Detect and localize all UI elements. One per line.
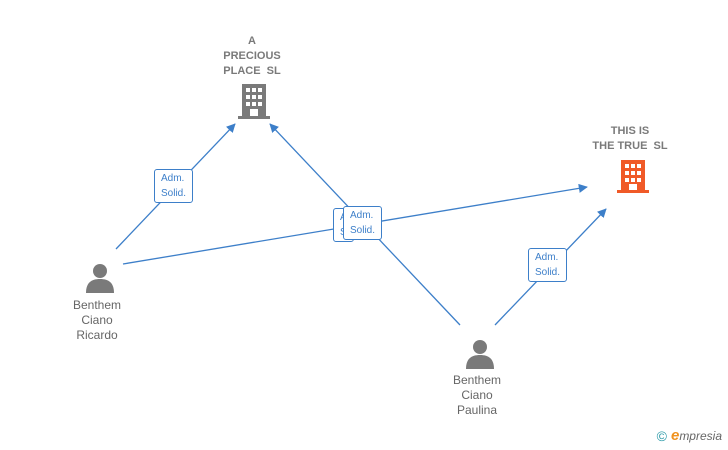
person-label-ricardo[interactable]: Benthem Ciano Ricardo: [72, 298, 122, 342]
brand-logo: empresia: [670, 427, 722, 444]
edge-label-paulina-precious[interactable]: Adm. Solid.: [343, 206, 383, 240]
person-label-paulina[interactable]: Benthem Ciano Paulina: [452, 373, 502, 417]
building-icon[interactable]: [238, 84, 270, 119]
company-label-precious[interactable]: A PRECIOUS PLACE SL: [223, 35, 281, 77]
building-icon[interactable]: [617, 160, 649, 193]
person-icon[interactable]: [466, 340, 494, 369]
copyright-icon: ©: [656, 427, 667, 444]
company-label-truesl[interactable]: THIS IS THE TRUE SL: [592, 125, 668, 152]
edge-label-paulina-truesl[interactable]: Adm. Solid.: [528, 248, 568, 282]
edge-label-ricardo-precious[interactable]: Adm. Solid.: [154, 169, 194, 203]
person-icon[interactable]: [86, 264, 114, 293]
footer-brand: © empresia: [657, 427, 722, 444]
